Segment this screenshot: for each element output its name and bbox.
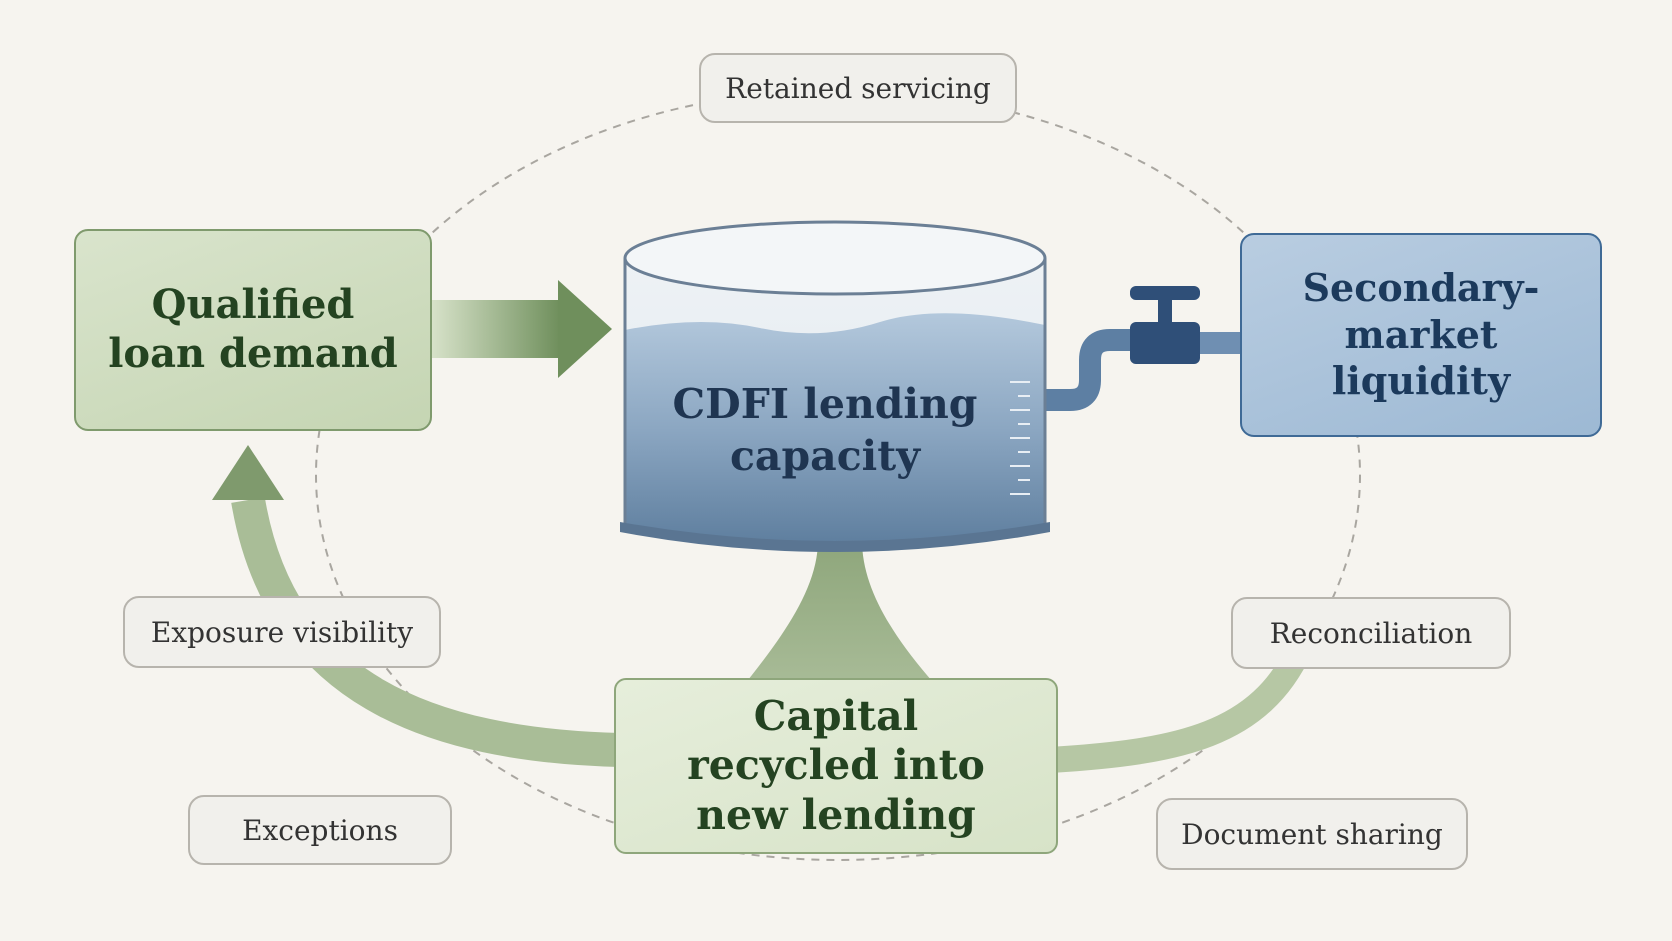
retained-servicing-label: Retained servicing — [725, 71, 991, 105]
tank-outflow-stem — [740, 540, 940, 690]
reconciliation-pill: Reconciliation — [1231, 597, 1511, 669]
qualified-loan-demand-label: Qualified loan demand — [108, 281, 398, 377]
valve-to-box-pipe — [1196, 332, 1240, 354]
document-sharing-label: Document sharing — [1181, 817, 1443, 851]
arrow-up-icon — [212, 445, 284, 500]
arrow-right-icon — [558, 280, 612, 378]
exposure-visibility-label: Exposure visibility — [150, 615, 414, 649]
qualified-loan-demand-box: Qualified loan demand — [74, 229, 432, 431]
secondary-market-liquidity-label: Secondary-market liquidity — [1302, 265, 1540, 404]
reconciliation-label: Reconciliation — [1269, 616, 1473, 650]
return-band-right — [1037, 635, 1313, 773]
document-sharing-pill: Document sharing — [1156, 798, 1468, 870]
outflow-pipe — [1032, 329, 1136, 411]
flow-arrow-shaft — [432, 300, 560, 358]
capital-recycled-box: Capital recycled into new lending — [614, 678, 1058, 854]
cdfi-lending-capacity-label: CDFI lending capacity — [672, 380, 978, 481]
water-tank-icon — [620, 220, 1050, 552]
exceptions-pill: Exceptions — [188, 795, 452, 865]
exceptions-label: Exceptions — [242, 813, 398, 847]
return-band-left — [231, 497, 621, 767]
secondary-market-liquidity-box: Secondary-market liquidity — [1240, 233, 1602, 437]
capital-recycled-label: Capital recycled into new lending — [687, 692, 985, 839]
retained-servicing-pill: Retained servicing — [699, 53, 1017, 123]
faucet-valve-icon — [1130, 286, 1200, 364]
exposure-visibility-pill: Exposure visibility — [123, 596, 441, 668]
